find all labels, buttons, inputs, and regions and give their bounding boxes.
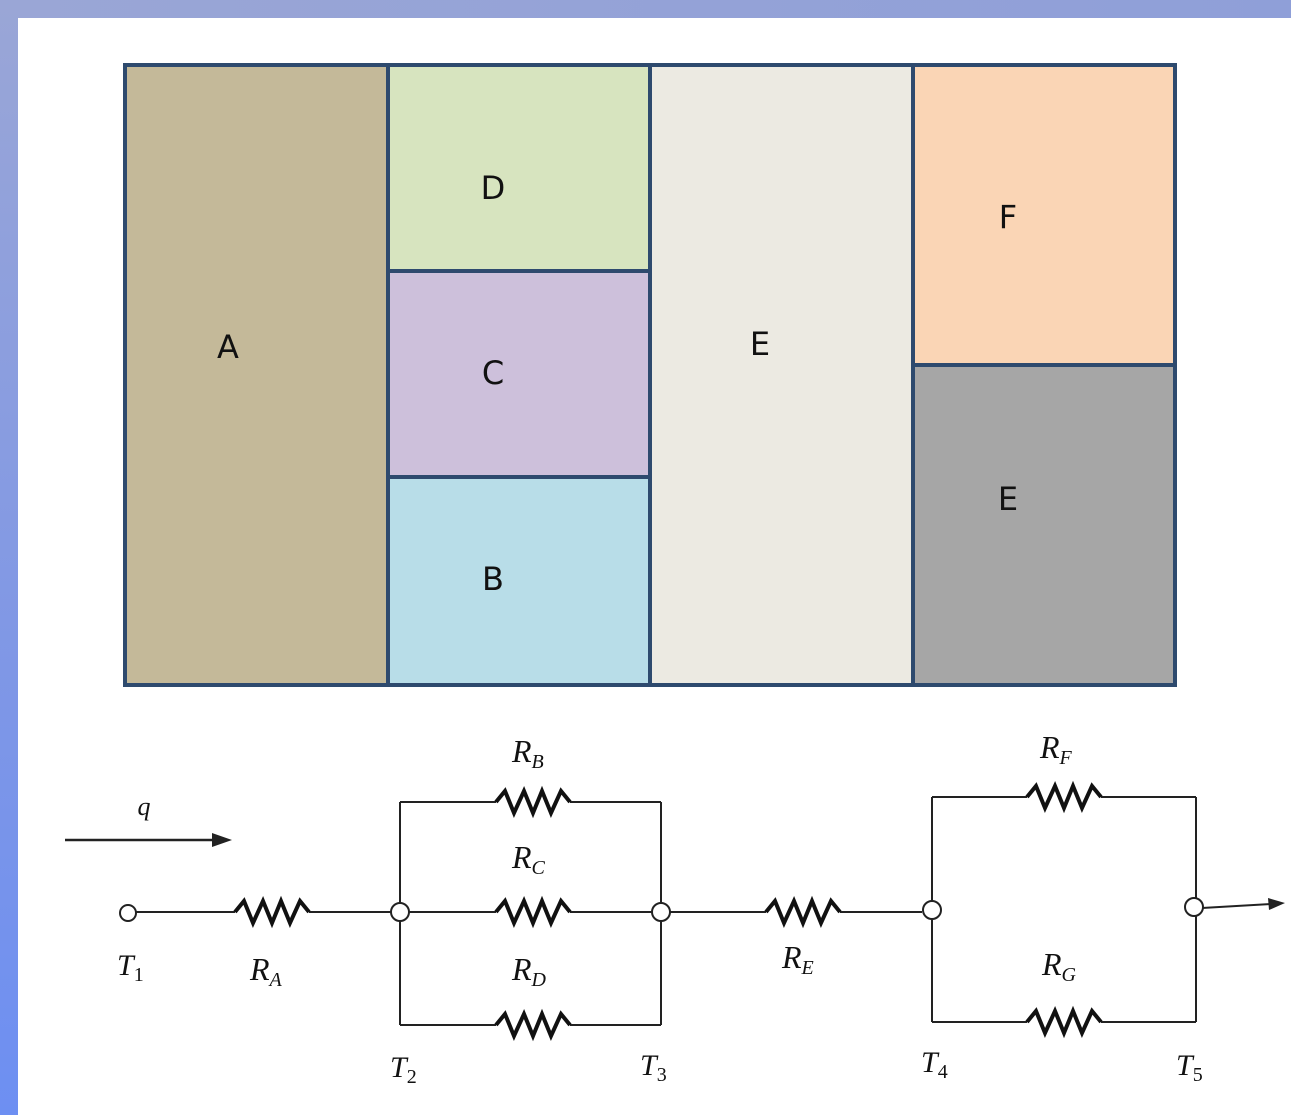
- label-rg: RG: [1041, 946, 1077, 986]
- block-e-middle-label: E: [750, 325, 770, 363]
- block-f: [911, 63, 1177, 367]
- slide-frame-left: [0, 0, 18, 1115]
- label-t5: T5: [1176, 1049, 1203, 1086]
- wire-output: [1201, 903, 1273, 909]
- label-re: RE: [781, 939, 814, 979]
- label-t2: T2: [390, 1051, 417, 1088]
- resistor-b: [494, 785, 572, 819]
- heat-flow-label: q: [138, 792, 151, 821]
- resistor-a: [233, 895, 311, 929]
- block-d: [386, 63, 652, 273]
- block-c-label: C: [482, 354, 504, 392]
- block-a: [123, 63, 390, 687]
- label-t3: T3: [640, 1049, 667, 1086]
- block-c: [386, 269, 652, 479]
- block-a-label: A: [217, 328, 239, 366]
- composite-wall: A D C B E F E: [123, 63, 1177, 687]
- block-e-lower-right-label: E: [998, 480, 1018, 518]
- block-f-label: F: [999, 198, 1017, 236]
- block-e-middle: [648, 63, 915, 687]
- resistor-c: [494, 895, 572, 929]
- label-rb: RB: [511, 733, 544, 773]
- node-t1: [119, 904, 137, 922]
- label-ra: RA: [249, 951, 283, 991]
- output-arrowhead: [1268, 898, 1285, 910]
- label-t4: T4: [921, 1046, 948, 1083]
- resistor-g: [1025, 1005, 1103, 1039]
- node-t2: [390, 902, 410, 922]
- resistor-e: [764, 895, 842, 929]
- block-b: [386, 475, 652, 687]
- block-e-lower-right: [911, 363, 1177, 687]
- resistor-d: [494, 1008, 572, 1042]
- label-rd: RD: [511, 951, 547, 991]
- slide-frame-top: [0, 0, 1291, 18]
- label-t1: T1: [117, 949, 144, 986]
- thermal-circuit: q: [65, 729, 1285, 1088]
- label-rc: RC: [511, 839, 546, 879]
- block-b-label: B: [482, 560, 504, 598]
- heat-flow-arrowhead: [212, 833, 232, 847]
- node-t3: [651, 902, 671, 922]
- label-rf: RF: [1039, 729, 1073, 769]
- node-t5: [1184, 897, 1204, 917]
- resistor-f: [1025, 780, 1103, 814]
- node-t4: [922, 900, 942, 920]
- block-d-label: D: [481, 169, 506, 207]
